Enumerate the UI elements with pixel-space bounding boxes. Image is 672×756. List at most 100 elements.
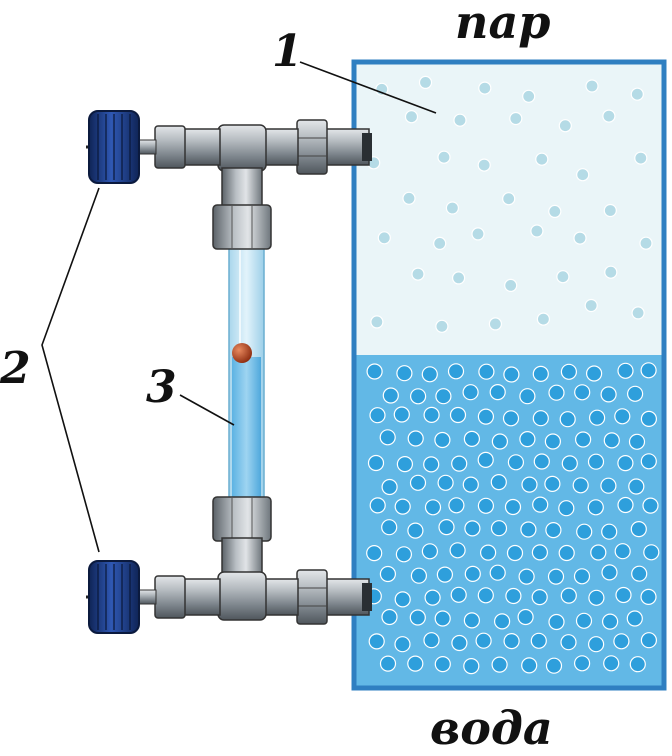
water-molecule (447, 363, 465, 380)
water-molecule (507, 454, 525, 471)
steam-molecule (433, 236, 447, 250)
steam-region (354, 62, 664, 355)
water-molecule (489, 384, 506, 401)
water-molecule (615, 586, 632, 604)
water-molecule (434, 610, 451, 627)
water-molecule (521, 476, 538, 493)
water-molecule (601, 564, 618, 581)
water-molecule (574, 384, 591, 401)
water-molecule (560, 587, 577, 604)
water-molecule (502, 410, 520, 427)
water-molecule (409, 474, 427, 491)
water-molecule (640, 362, 657, 379)
water-molecule (600, 477, 617, 494)
steam-molecule (576, 168, 590, 182)
lower-fitting (135, 496, 372, 625)
water-molecule (382, 387, 399, 404)
water-molecule (438, 518, 455, 536)
water-molecule (642, 497, 659, 514)
water-molecule (560, 634, 577, 651)
steam-molecule (509, 111, 523, 126)
callout-3: 3 (146, 362, 177, 413)
water-molecule (587, 499, 604, 516)
water-molecule (477, 451, 494, 468)
water-molecule (475, 632, 492, 649)
water-molecule (490, 474, 507, 491)
water-molecule (506, 544, 524, 562)
water-molecule (631, 565, 648, 582)
water-molecule (548, 613, 565, 631)
water-molecule (617, 362, 634, 379)
water-molecule (640, 410, 658, 427)
water-molecule (518, 568, 535, 585)
water-molecule (628, 478, 645, 495)
steam-molecule (603, 203, 617, 218)
steam-molecule (370, 315, 384, 329)
water-molecule (477, 497, 494, 514)
water-molecule (629, 656, 646, 673)
steam-molecule (411, 267, 425, 281)
water-molecule (434, 655, 451, 673)
water-molecule (435, 388, 452, 405)
steam-molecule (584, 298, 598, 313)
steam-molecule (535, 152, 549, 166)
water-molecule (574, 431, 592, 448)
water-molecule (369, 407, 386, 424)
water-molecule (617, 455, 634, 472)
steam-label: пар (455, 0, 550, 49)
steam-molecule (556, 270, 570, 284)
water-molecule (531, 544, 549, 561)
water-molecule (544, 475, 561, 492)
steam-molecule (377, 231, 391, 245)
lower-valve-knob-icon[interactable] (86, 560, 140, 634)
steam-molecule (639, 236, 653, 250)
water-molecule (573, 655, 591, 672)
steam-molecule (602, 109, 616, 123)
water-molecule (423, 406, 440, 423)
water-molecule (491, 656, 508, 673)
water-molecule (561, 455, 578, 472)
water-molecule (424, 589, 441, 606)
water-molecule (410, 567, 427, 584)
water-molecule (434, 431, 451, 449)
steam-molecule (522, 89, 536, 103)
water-molecule (423, 632, 440, 649)
water-molecule (603, 432, 620, 449)
water-molecule (394, 498, 411, 515)
water-molecule (381, 478, 398, 496)
water-molecule (626, 610, 643, 627)
steam-molecule (452, 271, 466, 285)
water-molecule (503, 366, 520, 383)
water-molecule (614, 543, 631, 560)
water-molecule (464, 520, 481, 537)
water-molecule (517, 608, 534, 626)
steam-molecule (435, 319, 449, 333)
water-molecule (462, 384, 479, 401)
leader-line-2 (41, 187, 100, 553)
steam-molecule (630, 87, 644, 101)
water-molecule (575, 612, 593, 629)
water-molecule (423, 456, 440, 473)
water-molecule (395, 546, 412, 563)
water-molecule (451, 634, 468, 652)
steam-molecule (573, 231, 587, 245)
water-molecule (424, 499, 442, 516)
water-molecule (480, 544, 497, 561)
water-molecule (477, 408, 494, 425)
water-molecule (462, 476, 479, 493)
water-molecule (545, 521, 562, 539)
upper-valve-knob-icon[interactable] (86, 110, 140, 184)
vessel-wall (351, 59, 667, 691)
steam-molecule (402, 191, 416, 205)
water-molecule (626, 385, 644, 402)
water-molecule (628, 433, 646, 450)
water-molecule (407, 655, 424, 672)
water-molecule (603, 655, 620, 672)
boiler-vessel (351, 59, 667, 691)
steam-molecule (585, 79, 599, 93)
water-molecules (365, 362, 660, 675)
leader-line-1 (299, 61, 437, 114)
water-molecule (601, 613, 619, 630)
